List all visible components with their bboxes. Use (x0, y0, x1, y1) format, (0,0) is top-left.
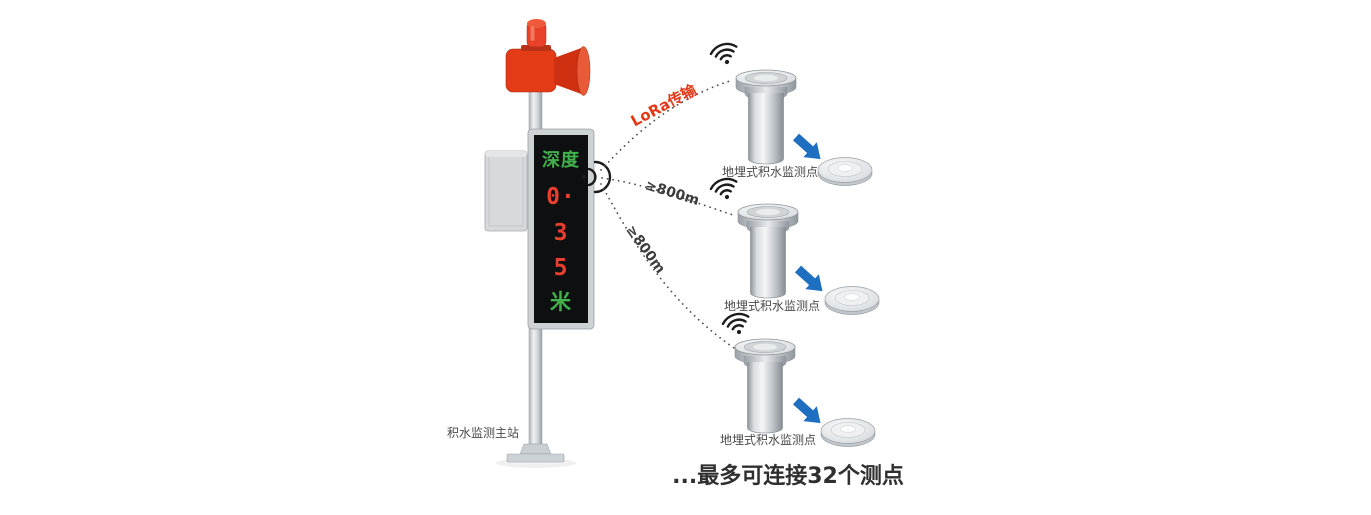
led-screen (534, 135, 588, 323)
sensor-label: 地埋式积水监测点 (724, 299, 820, 313)
wifi-icon (708, 39, 742, 69)
signal-emitter-icon (581, 160, 612, 194)
monitoring-station: 深度 0· 3 5 米 积水监测主站 (447, 19, 612, 468)
sensor-disc (817, 157, 873, 186)
alarm-horn-body (505, 48, 557, 93)
led-line: 3 (554, 220, 569, 246)
link-label-lora: LoRa传输 (628, 80, 700, 130)
pole-taper (519, 443, 552, 455)
arrow-icon (791, 261, 830, 299)
sensor-group-3: 地埋式积水监测点 (720, 309, 876, 447)
link-label-distance-2: ≥800m (643, 177, 701, 209)
sensor-disc (820, 418, 876, 447)
lora-link-curve-3 (600, 183, 735, 349)
arrow-icon (789, 129, 828, 167)
alarm-horn-bell (554, 47, 584, 95)
buried-sensor-cylinder (734, 338, 796, 434)
station-label: 积水监测主站 (447, 426, 519, 440)
wifi-icon (708, 174, 742, 204)
led-line: 深度 (542, 149, 580, 171)
sensor-label: 地埋式积水监测点 (720, 433, 816, 447)
led-line: 0· (546, 184, 576, 210)
alarm-assembly (505, 19, 591, 96)
led-display: 深度 0· 3 5 米 (527, 128, 595, 330)
link-curves (600, 79, 737, 349)
control-box (484, 150, 528, 232)
footer-note: ...最多可连接32个测点 (672, 463, 904, 489)
link-label-distance-3: ≥800m (622, 222, 668, 276)
lora-link-curve-1 (600, 79, 734, 171)
buried-sensor-cylinder (735, 69, 797, 165)
sensor-label: 地埋式积水监测点 (722, 165, 818, 179)
buried-sensor-cylinder (737, 203, 799, 299)
led-line: 米 (550, 290, 572, 314)
sensor-group-1: 地埋式积水监测点 (708, 39, 873, 186)
sensor-disc (824, 286, 880, 315)
horn-bell-front (576, 46, 591, 96)
beacon-highlight (530, 26, 535, 41)
led-line: 5 (554, 255, 569, 281)
beacon-dome (527, 19, 546, 28)
pole-base (506, 453, 565, 463)
arrow-icon (789, 393, 828, 431)
wifi-icon (720, 309, 754, 339)
sensor-group-2: 地埋式积水监测点 (708, 174, 880, 315)
